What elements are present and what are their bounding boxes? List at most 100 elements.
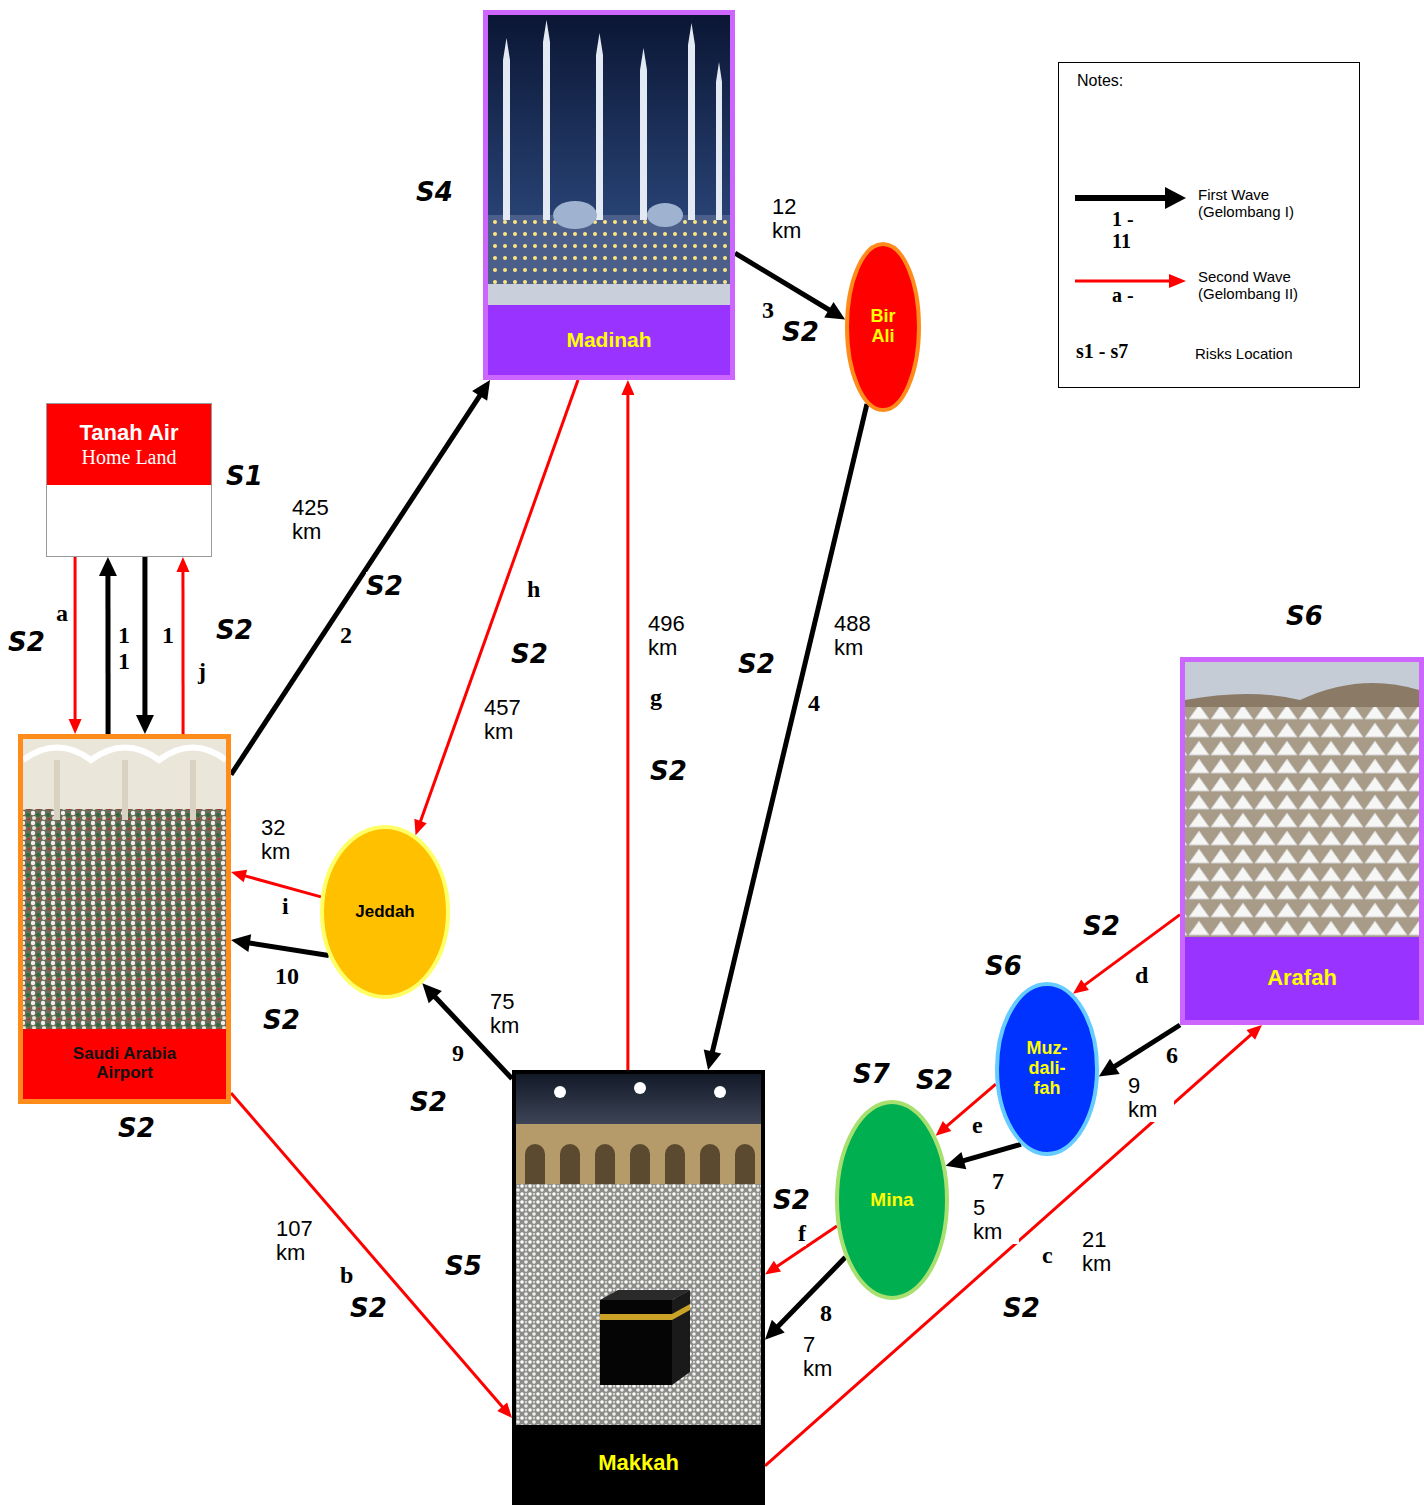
arrow-line [777,1257,845,1327]
stop-ellipse: Mina [835,1100,949,1300]
second-wave-arrow [621,380,634,1070]
legend-samples [1059,63,1359,387]
first-wave-arrow [765,1257,845,1339]
risk-code: S2 [118,1114,155,1143]
route-number: 2 [340,622,352,648]
node-label: Home Land [82,446,177,468]
risk-code: S4 [416,178,453,207]
legend-letter: a - [1112,284,1134,306]
distance: 9 km [1128,1074,1174,1122]
legend-risk-code: s1 - s7 [1076,340,1128,362]
risk-code: S2 [1003,1294,1040,1323]
name-band: Arafah [1185,937,1419,1020]
node-label: Saudi Arabia Airport [50,1045,200,1082]
risk-code: S2 [782,318,819,347]
node-label: Madinah [566,328,651,351]
arrow-line [248,943,329,956]
name-band: Makkah [516,1425,761,1501]
name-band: Saudi Arabia Airport [23,1029,226,1099]
risk-code: S5 [445,1252,482,1281]
first-wave-arrow [704,404,867,1070]
risk-code: S2 [8,628,45,657]
city-box: Arafah [1180,657,1424,1025]
arrow-line [626,394,629,1071]
arrow-head [414,819,426,835]
route-number: a [56,600,68,626]
ellipse-text-area: Bir Ali [845,242,921,412]
arrow-head [1073,980,1089,994]
first-wave-arrow [946,1144,1021,1169]
risk-code: S2 [410,1088,447,1117]
flag-band: Tanah AirHome Land [47,404,211,485]
route-number: 9 [452,1040,464,1066]
arrow-line [105,574,110,734]
arrow-line [231,1093,503,1408]
arrow-head [765,1320,785,1340]
distance: 75 km [490,990,536,1038]
arrow-head [497,1402,512,1418]
ellipse-text-area: Muz- dali- fah [995,982,1099,1156]
first-wave-arrow [735,253,845,320]
arrow-head [231,870,247,883]
arrow-head [1099,1059,1120,1077]
arrow-head [936,1121,952,1136]
first-wave-arrow [1099,1025,1180,1077]
arrow-head [136,715,154,734]
risk-code: S2 [511,640,548,669]
node-label: Mina [870,1190,913,1211]
risk-code: S2 [1083,912,1120,941]
tents-photo [1185,662,1419,937]
node-label: Jeddah [355,903,415,922]
legend-text: Second Wave (Gelombang II) [1198,268,1328,303]
ellipse-shape [322,827,448,997]
arrow-line [142,557,147,717]
node-label: Muz- dali- fah [1021,1039,1073,1098]
distance: 425 km [292,496,338,544]
arrow-line [735,253,831,311]
mosque-photo [488,15,730,305]
arrow-head [231,934,251,952]
arrow-line [712,404,867,1053]
route-number: 11 [118,622,132,675]
node-label: Tanah Air [79,421,178,445]
airport-photo [23,739,226,1029]
ellipse-shape [997,984,1097,1154]
risk-code: S1 [226,462,263,491]
route-number: e [972,1112,983,1138]
risk-code: S2 [738,650,775,679]
stop-ellipse: Bir Ali [845,242,921,412]
second-wave-sample [1075,280,1171,283]
legend-text: Risks Location [1195,345,1325,362]
second-wave-arrow [176,557,189,734]
route-number: c [1042,1242,1053,1268]
route-number: 3 [762,297,774,323]
route-number: 8 [820,1300,832,1326]
ellipse-shape [837,1102,947,1298]
kaaba-photo [516,1074,761,1425]
first-wave-arrow [99,557,117,734]
distance: 5 km [973,1196,1019,1244]
risk-code: S2 [263,1006,300,1035]
legend-text: First Wave (Gelombang I) [1198,186,1328,221]
route-number: 10 [275,963,299,989]
first-wave-arrow [136,557,154,734]
distance: 488 km [834,612,880,660]
arrow-line [181,571,184,735]
risk-code: S6 [1286,602,1323,631]
arrow-head [472,380,490,401]
first-wave-sample [1075,195,1167,201]
arrow-head [621,380,634,395]
route-number: 4 [808,690,820,716]
name-band: Madinah [488,305,730,375]
arrow-line [1113,1025,1180,1067]
arrow-line [74,557,77,721]
distance: 457 km [484,696,530,744]
route-number: b [340,1262,353,1288]
route-number: i [282,893,289,919]
arrow-head [1246,1025,1262,1040]
node-label: Bir Ali [861,307,906,347]
arrow-line [231,394,481,774]
notes-heading: Notes: [1077,72,1123,90]
distance: 21 km [1082,1228,1128,1276]
second-wave-arrow [231,1093,512,1418]
